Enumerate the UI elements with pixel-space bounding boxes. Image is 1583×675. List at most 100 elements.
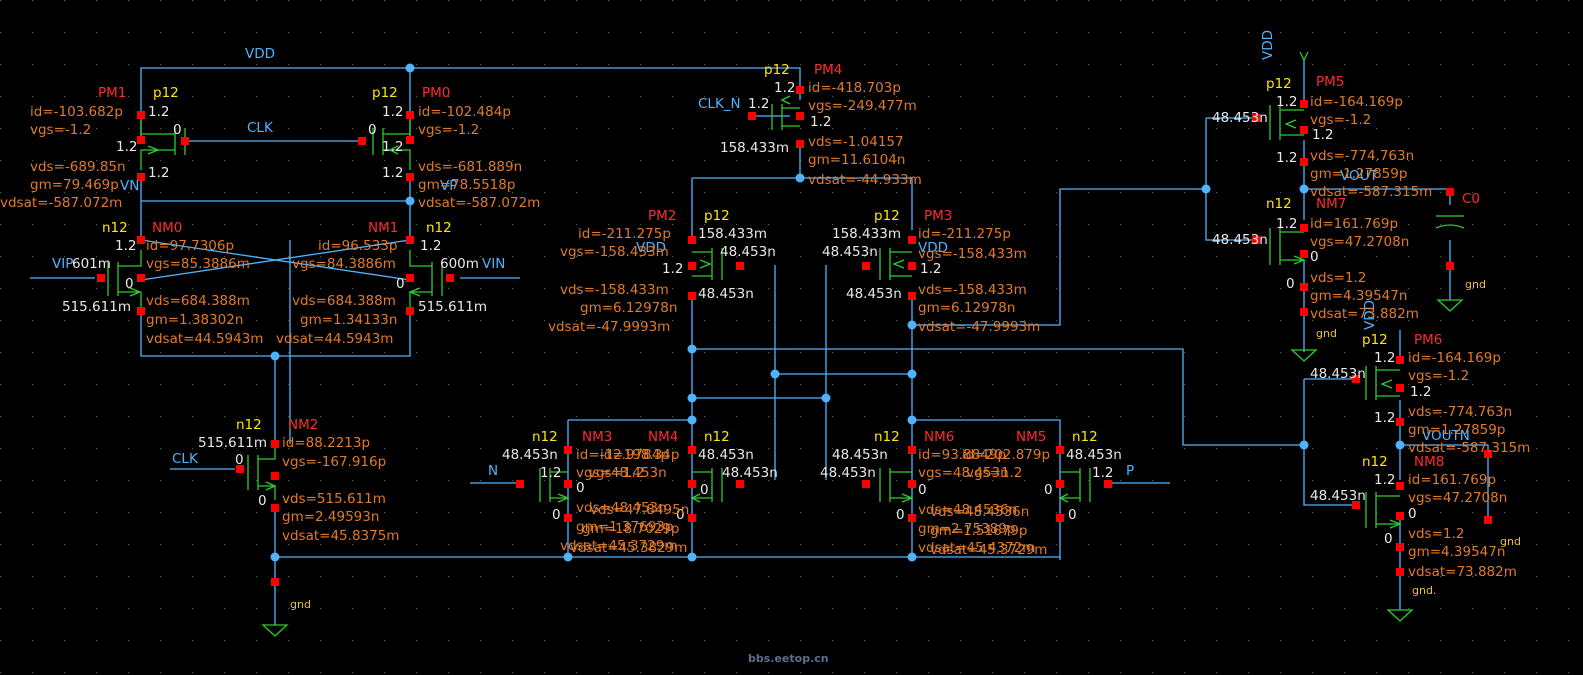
pm2-w4: 48.453n <box>698 286 754 302</box>
nm5-symbol <box>1058 468 1091 503</box>
net-label-vn: VN <box>120 178 139 194</box>
nm3-vds: vds=48.453n <box>576 500 667 516</box>
device-nm2[interactable]: n12 NM2 515.611m id=88.2213p 0 vgs=-167.… <box>198 417 399 544</box>
nm1-model: n12 <box>426 220 452 236</box>
nm3-id: id=-12.9784p <box>576 447 669 463</box>
pm1-w2: 1.2 <box>116 139 137 155</box>
nm0-w3: 515.611m <box>62 299 131 315</box>
device-pm2[interactable]: PM2 p12 id=-211.275p 158.433m vgs=-158.4… <box>548 208 776 335</box>
nm5-name: NM5 <box>1016 429 1046 445</box>
cap-label-c0: C0 <box>1462 191 1480 207</box>
nm0-symbol <box>107 250 142 308</box>
nm5-vdsat: vdsat=45.3729m <box>930 542 1047 558</box>
nm4-w1: 48.453n <box>698 447 754 463</box>
gnd-label-3: gnd <box>1316 327 1337 340</box>
nm3-model: n12 <box>532 429 558 445</box>
device-nm1[interactable]: NM1 n12 id=96.533p 1.2 vgs=84.3886m 600m… <box>276 220 487 347</box>
net-label-vdd: VDD <box>245 46 275 62</box>
pm1-gm: gm=79.469p <box>30 177 119 193</box>
nm6-zero1: 0 <box>918 482 927 498</box>
nm2-symbol <box>247 448 277 500</box>
nm3-vdsat: vdsat=45.3729m <box>560 538 677 554</box>
pm0-gm: gm=78.5518p <box>418 177 515 193</box>
pm2-vds: vds=-158.433m <box>560 282 669 298</box>
pm4-id: id=-418.703p <box>808 80 901 96</box>
pm3-vgs: vgs=-158.433m <box>918 246 1027 262</box>
nm3-zero1: 0 <box>576 480 585 496</box>
pm0-symbol <box>372 120 411 170</box>
nm7-zero2: 0 <box>1286 276 1295 292</box>
nm4-zero1: 0 <box>700 482 709 498</box>
nm1-name: NM1 <box>368 220 398 236</box>
gnd-label-5: gnd <box>1500 535 1521 548</box>
nm6-vgs: vgs=48.453n <box>918 465 1009 481</box>
nm5-vds: vds=48.4536n <box>930 504 1029 520</box>
pm1-name: PM1 <box>98 85 126 101</box>
nm8-name: NM8 <box>1414 454 1444 470</box>
nm0-w2: 601m <box>72 256 111 272</box>
device-pm5[interactable]: p12 PM5 1.2 id=-164.169p 48.453n vgs=-1.… <box>1212 74 1432 200</box>
device-pm6[interactable]: p12 PM6 1.2 id=-164.169p 48.453n vgs=-1.… <box>1310 332 1530 456</box>
nm8-vdsat: vdsat=73.882m <box>1408 564 1517 580</box>
pm4-w4: 158.433m <box>720 140 789 156</box>
net-label-vdd-pm6: VDD <box>1362 300 1378 330</box>
nm8-vgs: vgs=47.2708n <box>1408 490 1507 506</box>
pm5-vds: vds=-774.763n <box>1310 148 1414 164</box>
net-label-vp: VP <box>440 178 457 194</box>
pm4-gm: gm=11.6104n <box>808 152 905 168</box>
device-nm7[interactable]: n12 NM7 1.2 id=161.769p 48.453n vgs=47.2… <box>1212 196 1419 322</box>
nm7-vds: vds=1.2 <box>1310 270 1366 286</box>
pm0-name: PM0 <box>422 85 450 101</box>
device-pm1[interactable]: PM1 p12 id=-103.682p 1.2 vgs=-1.2 0 1.2 … <box>0 85 182 211</box>
nm6-w2: 48.453n <box>820 465 876 481</box>
pm4-symbol <box>771 95 800 130</box>
net-label-vin: VIN <box>482 256 505 272</box>
pm6-w4: 1.2 <box>1374 410 1395 426</box>
nm5-zero2: 0 <box>1068 507 1077 523</box>
pm4-w2: 1.2 <box>748 96 769 112</box>
pm0-id: id=-102.484p <box>418 104 511 120</box>
pm2-vdsat: vdsat=-47.9993m <box>548 319 670 335</box>
pm3-vdsat: vdsat=-47.9993m <box>918 319 1040 335</box>
pm2-gm: gm=6.12978n <box>580 300 677 316</box>
pins <box>97 86 1492 586</box>
device-pm3[interactable]: p12 PM3 158.433m id=-211.275p 48.453n vg… <box>822 208 1040 335</box>
pm6-w2: 48.453n <box>1310 366 1366 382</box>
nm2-id: id=88.2213p <box>282 435 370 451</box>
nm1-w2: 600m <box>440 256 479 272</box>
device-nm0[interactable]: n12 NM0 1.2 id=97.7306p 601m vgs=85.3886… <box>62 220 263 347</box>
device-nm3[interactable]: n12 NM3 48.453n id=-12.9784p 1.2 vgs=48.… <box>502 429 677 554</box>
nm3-w1: 48.453n <box>502 447 558 463</box>
nm3-gm: gm=1.37693p <box>576 519 673 535</box>
nm5-w1: 48.453n <box>1066 447 1122 463</box>
nm0-zero: 0 <box>125 276 134 292</box>
nm1-id: id=96.533p <box>318 238 397 254</box>
device-pm4[interactable]: p12 PM4 1.2 id=-418.703p 1.2 vgs=-249.47… <box>720 62 922 188</box>
device-pm0[interactable]: p12 PM0 1.2 id=-102.484p 0 vgs=-1.2 1.2 … <box>368 85 540 211</box>
nm8-zero1: 0 <box>1408 506 1417 522</box>
pm3-w4: 48.453n <box>846 286 902 302</box>
pm4-w1: 1.2 <box>774 80 795 96</box>
nm1-w1: 1.2 <box>420 238 441 254</box>
nm0-vgs: vgs=85.3886m <box>146 256 250 272</box>
nm0-gm: gm=1.38302n <box>146 312 243 328</box>
pm2-id: id=-211.275p <box>578 226 671 242</box>
nm2-name: NM2 <box>288 417 318 433</box>
nm0-id: id=97.7306p <box>146 238 234 254</box>
nm5-w2: 1.2 <box>1092 465 1113 481</box>
nm5-vgs: vgs=1.2 <box>966 465 1022 481</box>
net-label-clk: CLK <box>247 120 274 136</box>
net-label-vdd-pm3: VDD <box>918 240 948 256</box>
nm5-gm: gm=1.51679p <box>930 523 1027 539</box>
pm2-name: PM2 <box>648 208 676 224</box>
pm5-vdsat: vdsat=-587.315m <box>1310 184 1432 200</box>
nm4-name: NM4 <box>648 429 678 445</box>
device-nm5[interactable]: NM5 n12 id=202.879p 48.453n vgs=1.2 1.2 … <box>930 429 1122 558</box>
device-nm6[interactable]: n12 NM6 48.453n id=93.8849p 48.453n vgs=… <box>820 429 1035 556</box>
device-nm8[interactable]: n12 NM8 1.2 id=161.769p 48.453n vgs=47.2… <box>1310 454 1517 580</box>
nm7-w2: 48.453n <box>1212 232 1268 248</box>
device-nm4[interactable]: NM4 n12 id=198.34p 48.453n vgs=1.2 48.45… <box>570 429 778 556</box>
pm6-model: p12 <box>1362 332 1388 348</box>
nm1-vds: vds=684.388m <box>292 293 396 309</box>
